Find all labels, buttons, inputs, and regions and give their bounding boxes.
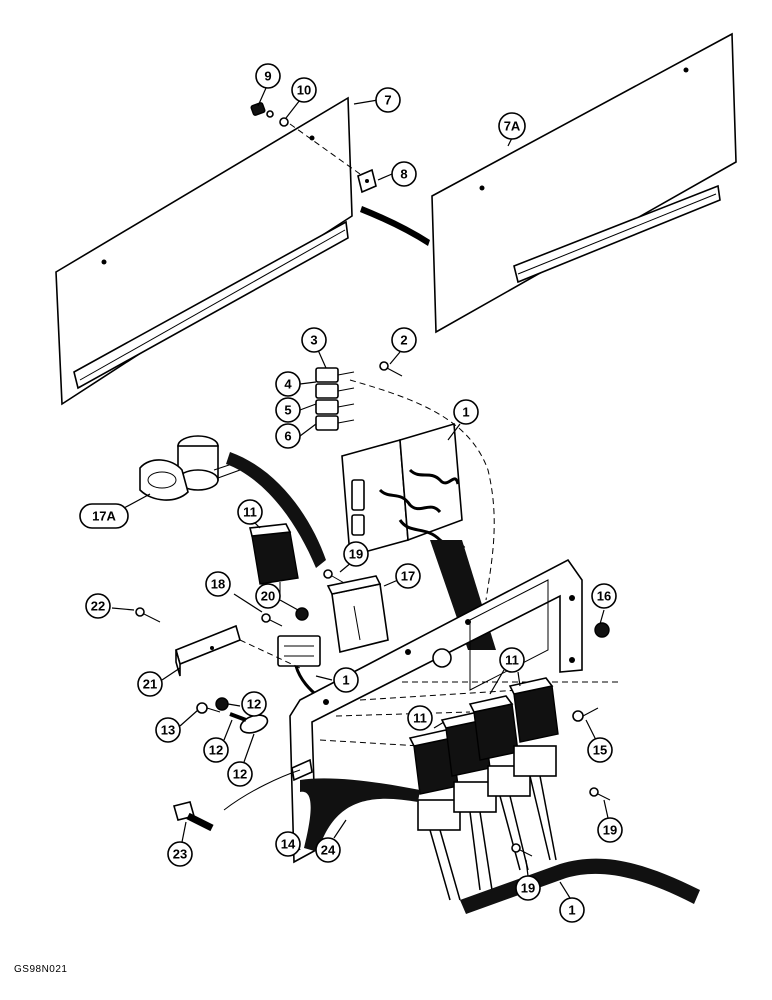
- callout-6: 6: [275, 423, 301, 449]
- svg-text:10: 10: [297, 83, 311, 98]
- callout-7a: 7A: [498, 112, 526, 140]
- svg-text:2: 2: [400, 333, 407, 348]
- svg-text:7A: 7A: [504, 119, 521, 134]
- svg-text:6: 6: [284, 429, 291, 444]
- cover-panel-7: [55, 96, 353, 406]
- svg-text:4: 4: [284, 377, 292, 392]
- callout-4: 4: [275, 371, 301, 397]
- panel-transition-arrow: [360, 206, 430, 246]
- callout-11-top: 11: [237, 499, 263, 525]
- callout-18: 18: [205, 571, 231, 597]
- svg-text:12: 12: [209, 743, 223, 758]
- flasher-17a: [139, 435, 241, 501]
- svg-text:7: 7: [384, 93, 391, 108]
- svg-text:24: 24: [321, 843, 336, 858]
- svg-text:8: 8: [400, 167, 407, 182]
- svg-text:11: 11: [243, 505, 257, 520]
- figure-identifier: GS98N021: [14, 964, 68, 975]
- callout-9: 9: [255, 63, 281, 89]
- callout-15: 15: [587, 737, 613, 763]
- svg-text:16: 16: [597, 589, 611, 604]
- callout-12-top: 12: [241, 691, 267, 717]
- cover-panel-7a: [431, 32, 737, 334]
- callout-14: 14: [275, 831, 301, 857]
- nut-20: [295, 607, 309, 621]
- relay-bank-11: [408, 677, 559, 901]
- callout-10: 10: [291, 77, 317, 103]
- svg-text:19: 19: [521, 881, 535, 896]
- latch-8: [357, 168, 377, 194]
- callout-1-top: 1: [453, 399, 479, 425]
- svg-text:9: 9: [264, 69, 271, 84]
- svg-text:11: 11: [413, 711, 427, 726]
- svg-text:1: 1: [568, 903, 575, 918]
- svg-text:12: 12: [233, 767, 247, 782]
- callout-3: 3: [301, 327, 327, 353]
- callout-13: 13: [155, 717, 181, 743]
- bolt-23: [173, 801, 214, 832]
- callout-17a: 17A: [79, 503, 129, 529]
- callout-7: 7: [375, 87, 401, 113]
- screw-2: [379, 361, 403, 377]
- screw-19-bottom: [511, 843, 533, 857]
- svg-text:13: 13: [161, 723, 175, 738]
- washer-12-top: [215, 697, 229, 711]
- callout-19-right: 19: [597, 817, 623, 843]
- main-harness-1: [460, 858, 700, 914]
- connector-housing-1: [341, 422, 466, 558]
- svg-text:17A: 17A: [92, 509, 116, 524]
- block-21: [175, 624, 241, 677]
- nut-16: [594, 622, 610, 638]
- svg-text:19: 19: [349, 547, 363, 562]
- callout-11-left: 11: [407, 705, 433, 731]
- svg-text:1: 1: [342, 673, 349, 688]
- mounting-bracket-14: [289, 558, 583, 864]
- screw-15: [572, 707, 599, 722]
- callout-20: 20: [255, 583, 281, 609]
- svg-text:12: 12: [247, 697, 261, 712]
- svg-text:23: 23: [173, 847, 187, 862]
- callout-19-top: 19: [343, 541, 369, 567]
- callout-23: 23: [167, 841, 193, 867]
- svg-text:1: 1: [462, 405, 469, 420]
- relay-17: [326, 575, 389, 653]
- callout-16: 16: [591, 583, 617, 609]
- svg-text:22: 22: [91, 599, 105, 614]
- callout-1-bottom: 1: [559, 897, 585, 923]
- wire-bundle-black: [226, 452, 326, 568]
- svg-text:21: 21: [143, 677, 157, 692]
- svg-text:20: 20: [261, 589, 275, 604]
- relay-11-single: [249, 523, 299, 596]
- callout-2: 2: [391, 327, 417, 353]
- screw-19-right: [589, 787, 611, 801]
- wire-harness-24: [300, 778, 420, 852]
- callout-8: 8: [391, 161, 417, 187]
- svg-text:17: 17: [401, 569, 415, 584]
- callout-17: 17: [395, 563, 421, 589]
- knob-9: [250, 102, 274, 118]
- svg-text:15: 15: [593, 743, 607, 758]
- screw-18: [261, 613, 283, 627]
- screw-22: [135, 607, 161, 623]
- svg-text:5: 5: [284, 403, 291, 418]
- callout-1-middle: 1: [333, 667, 359, 693]
- svg-text:3: 3: [310, 333, 317, 348]
- washer-10: [279, 117, 289, 127]
- callout-5: 5: [275, 397, 301, 423]
- svg-text:19: 19: [603, 823, 617, 838]
- fastener-13: [196, 702, 221, 714]
- callout-22: 22: [85, 593, 111, 619]
- callout-12-middle: 12: [203, 737, 229, 763]
- svg-text:11: 11: [505, 653, 519, 668]
- fuse-block-3-6: [315, 367, 355, 431]
- svg-text:18: 18: [211, 577, 225, 592]
- callout-19-bottom: 19: [515, 875, 541, 901]
- svg-text:14: 14: [281, 837, 296, 852]
- callout-12-bottom: 12: [227, 761, 253, 787]
- screw-19-upper: [323, 569, 347, 585]
- callout-11-right: 11: [499, 647, 525, 673]
- callout-24: 24: [315, 837, 341, 863]
- callout-21: 21: [137, 671, 163, 697]
